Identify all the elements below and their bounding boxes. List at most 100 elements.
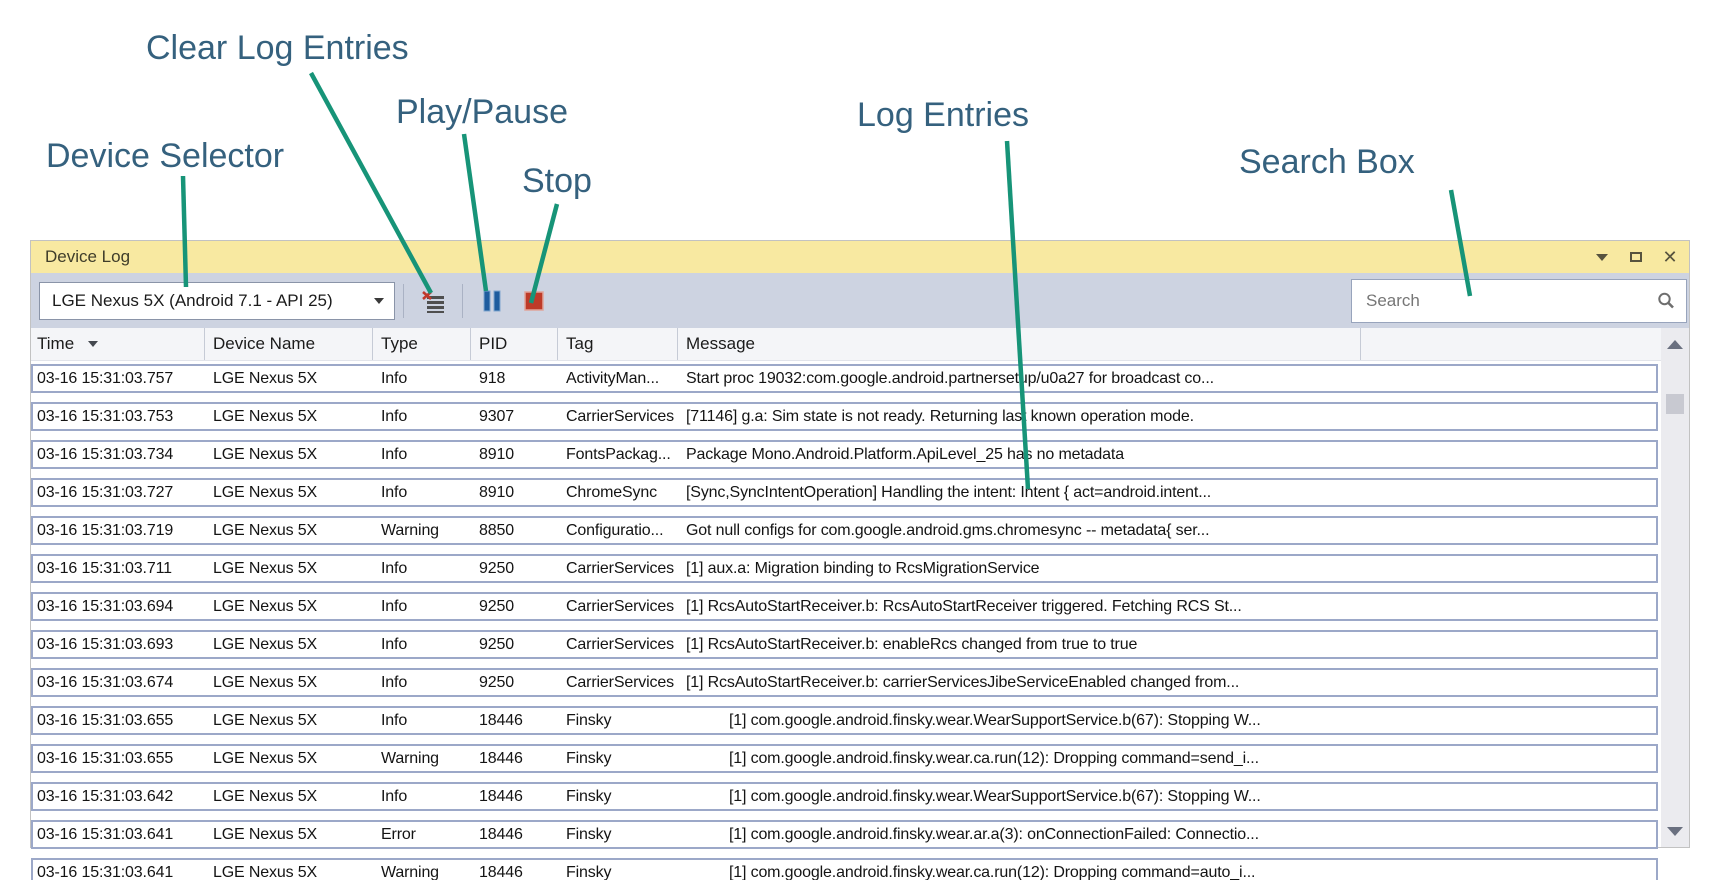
cell-device-name: LGE Nexus 5X — [213, 408, 318, 425]
cell-time: 03-16 15:31:03.694 — [37, 598, 174, 615]
play-pause-button[interactable] — [477, 286, 507, 316]
log-row[interactable]: 03-16 15:31:03.757 LGE Nexus 5X Info 918… — [31, 364, 1658, 393]
cell-device-name: LGE Nexus 5X — [213, 750, 318, 767]
sort-descending-icon — [88, 341, 99, 347]
cell-message: [71146] g.a: Sim state is not ready. Ret… — [686, 408, 1194, 425]
cell-message: [1] com.google.android.finsky.wear.WearS… — [686, 788, 1261, 805]
search-icon[interactable] — [1656, 291, 1676, 311]
cell-device-name: LGE Nexus 5X — [213, 522, 318, 539]
cell-type: Info — [381, 560, 408, 577]
log-row[interactable]: 03-16 15:31:03.655 LGE Nexus 5X Info 184… — [31, 706, 1658, 735]
column-header-pid[interactable]: PID — [471, 328, 558, 360]
clear-log-entries-button[interactable] — [418, 286, 448, 316]
device-selector-dropdown[interactable]: LGE Nexus 5X (Android 7.1 - API 25) — [39, 281, 395, 320]
cell-type: Info — [381, 370, 408, 387]
toolbar-separator — [403, 283, 404, 318]
close-button[interactable]: ✕ — [1661, 248, 1679, 266]
log-row[interactable]: 03-16 15:31:03.719 LGE Nexus 5X Warning … — [31, 516, 1658, 545]
cell-device-name: LGE Nexus 5X — [213, 788, 318, 805]
log-row[interactable]: 03-16 15:31:03.693 LGE Nexus 5X Info 925… — [31, 630, 1658, 659]
cell-device-name: LGE Nexus 5X — [213, 826, 318, 843]
cell-tag: CarrierServices — [566, 598, 674, 615]
search-input[interactable] — [1364, 289, 1656, 312]
vertical-scrollbar[interactable] — [1661, 328, 1689, 847]
cell-pid: 9250 — [479, 598, 514, 615]
log-row[interactable]: 03-16 15:31:03.641 LGE Nexus 5X Error 18… — [31, 820, 1658, 849]
cell-message: [Sync,SyncIntentOperation] Handling the … — [686, 484, 1212, 501]
column-header-tag[interactable]: Tag — [558, 328, 678, 360]
log-row[interactable]: 03-16 15:31:03.711 LGE Nexus 5X Info 925… — [31, 554, 1658, 583]
device-selector-value: LGE Nexus 5X (Android 7.1 - API 25) — [52, 290, 333, 310]
maximize-icon — [1630, 252, 1642, 262]
device-log-window: Device Log ✕ LGE Nexus 5X (Android 7.1 -… — [30, 240, 1690, 880]
cell-message: Package Mono.Android.Platform.ApiLevel_2… — [686, 446, 1124, 463]
column-header-filler — [1361, 328, 1663, 360]
cell-message: Got null configs for com.google.android.… — [686, 522, 1210, 539]
cell-tag: Finsky — [566, 788, 612, 805]
maximize-button[interactable] — [1627, 248, 1645, 266]
window-position-menu-button[interactable] — [1593, 248, 1611, 266]
cell-tag: ChromeSync — [566, 484, 657, 501]
search-box[interactable] — [1351, 278, 1687, 323]
log-row[interactable]: 03-16 15:31:03.734 LGE Nexus 5X Info 891… — [31, 440, 1658, 469]
log-row[interactable]: 03-16 15:31:03.753 LGE Nexus 5X Info 930… — [31, 402, 1658, 431]
window-title: Device Log — [45, 247, 131, 266]
log-row[interactable]: 03-16 15:31:03.694 LGE Nexus 5X Info 925… — [31, 592, 1658, 621]
column-header-message[interactable]: Message — [678, 328, 1361, 360]
cell-device-name: LGE Nexus 5X — [213, 636, 318, 653]
cell-tag: CarrierServices — [566, 636, 674, 653]
cell-message: [1] RcsAutoStartReceiver.b: RcsAutoStart… — [686, 598, 1242, 615]
column-header-device-name[interactable]: Device Name — [205, 328, 373, 360]
cell-device-name: LGE Nexus 5X — [213, 560, 318, 577]
cell-time: 03-16 15:31:03.757 — [37, 370, 174, 387]
stop-button[interactable] — [519, 286, 549, 316]
cell-pid: 918 — [479, 370, 506, 387]
cell-time: 03-16 15:31:03.641 — [37, 864, 174, 880]
scroll-up-button[interactable] — [1661, 332, 1689, 356]
cell-tag: CarrierServices — [566, 408, 674, 425]
annotation-play-pause: Play/Pause — [396, 93, 568, 131]
scroll-down-button[interactable] — [1661, 819, 1689, 843]
cell-time: 03-16 15:31:03.719 — [37, 522, 174, 539]
log-row[interactable]: 03-16 15:31:03.642 LGE Nexus 5X Info 184… — [31, 782, 1658, 811]
chevron-down-icon — [1596, 253, 1608, 261]
cell-type: Info — [381, 636, 408, 653]
annotation-device-selector: Device Selector — [46, 137, 285, 175]
column-header-time[interactable]: Time — [31, 328, 205, 360]
log-row[interactable]: 03-16 15:31:03.674 LGE Nexus 5X Info 925… — [31, 668, 1658, 697]
cell-message: [1] aux.a: Migration binding to RcsMigra… — [686, 560, 1040, 577]
titlebar[interactable]: Device Log ✕ — [31, 241, 1689, 273]
cell-device-name: LGE Nexus 5X — [213, 598, 318, 615]
cell-message: [1] com.google.android.finsky.wear.WearS… — [686, 712, 1261, 729]
cell-tag: Configuratio... — [566, 522, 664, 539]
scrollbar-thumb[interactable] — [1666, 394, 1684, 414]
triangle-up-icon — [1667, 339, 1683, 349]
cell-type: Warning — [381, 522, 439, 539]
close-icon: ✕ — [1662, 247, 1678, 267]
toolbar-separator — [462, 283, 463, 318]
cell-device-name: LGE Nexus 5X — [213, 446, 318, 463]
stop-icon — [524, 290, 544, 311]
column-header-label: Time — [37, 334, 75, 353]
cell-time: 03-16 15:31:03.642 — [37, 788, 174, 805]
cell-tag: ActivityMan... — [566, 370, 660, 387]
cell-tag: Finsky — [566, 864, 612, 880]
cell-pid: 9250 — [479, 636, 514, 653]
cell-device-name: LGE Nexus 5X — [213, 864, 318, 880]
cell-tag: FontsPackag... — [566, 446, 671, 463]
annotation-search-box: Search Box — [1239, 143, 1415, 181]
cell-type: Info — [381, 674, 408, 691]
log-row[interactable]: 03-16 15:31:03.655 LGE Nexus 5X Warning … — [31, 744, 1658, 773]
cell-time: 03-16 15:31:03.641 — [37, 826, 174, 843]
log-row[interactable]: 03-16 15:31:03.641 LGE Nexus 5X Warning … — [31, 858, 1658, 880]
log-row[interactable]: 03-16 15:31:03.727 LGE Nexus 5X Info 891… — [31, 478, 1658, 507]
cell-pid: 9307 — [479, 408, 514, 425]
cell-device-name: LGE Nexus 5X — [213, 712, 318, 729]
cell-message: [1] com.google.android.finsky.wear.ca.ru… — [686, 750, 1259, 767]
cell-time: 03-16 15:31:03.674 — [37, 674, 174, 691]
cell-type: Warning — [381, 750, 439, 767]
cell-pid: 18446 — [479, 826, 523, 843]
cell-time: 03-16 15:31:03.753 — [37, 408, 174, 425]
column-header-type[interactable]: Type — [373, 328, 471, 360]
